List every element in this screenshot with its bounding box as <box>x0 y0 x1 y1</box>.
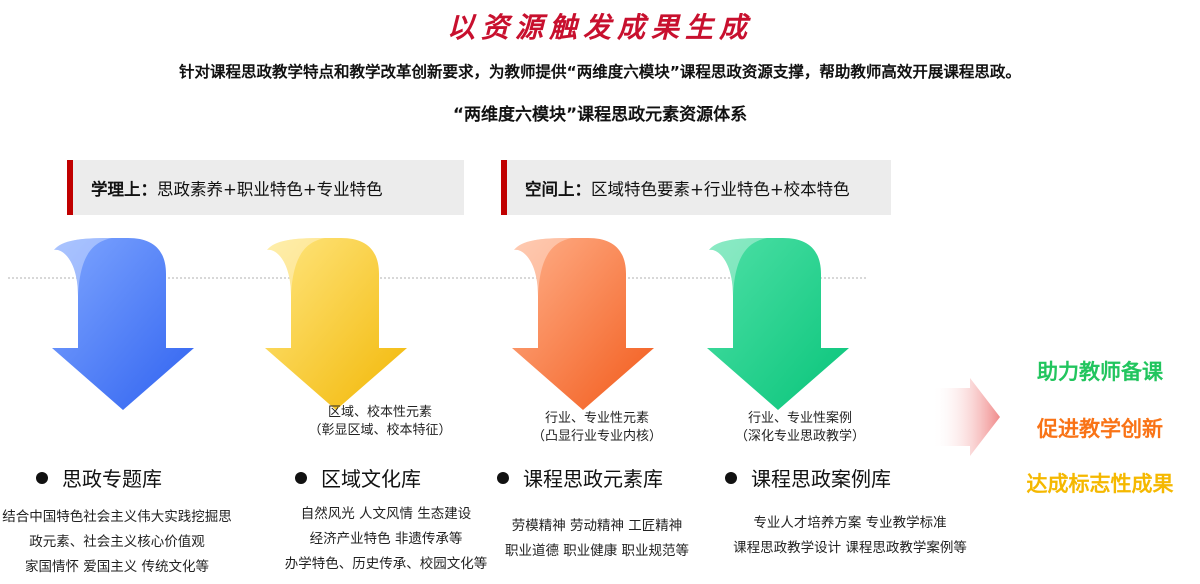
library-regional-culture: 区域文化库 <box>295 463 421 492</box>
detail-line: 政元素、社会主义核心价值观 <box>29 534 205 550</box>
dimension-box-space: 空间上： 区域特色要素+行业特色+校本特色 <box>501 160 891 215</box>
dotted-divider <box>8 277 866 279</box>
library-name: 课程思政案例库 <box>751 467 891 491</box>
library-details: 自然风光 人文风情 生态建设 经济产业特色 非遗传承等 办学特色、历史传承、校园… <box>270 502 502 577</box>
detail-line: 经济产业特色 非遗传承等 <box>309 531 463 547</box>
library-details: 结合中国特色社会主义伟大实践挖掘思 政元素、社会主义核心价值观 家国情怀 爱国主… <box>0 505 234 580</box>
note-line: （彰显区域、校本特征） <box>308 423 452 438</box>
result-innovation: 促进教学创新 <box>1037 417 1163 441</box>
detail-line: 课程思政教学设计 课程思政教学案例等 <box>733 540 967 556</box>
bullet-icon <box>295 471 307 484</box>
dimension-value: 区域特色要素+行业特色+校本特色 <box>591 179 850 199</box>
library-ideology-topics: 思政专题库 <box>36 463 162 492</box>
dimension-box-theory: 学理上： 思政素养+职业特色+专业特色 <box>67 160 464 215</box>
subtitle: 针对课程思政教学特点和教学改革创新要求，为教师提供“两维度六模块”课程思政资源支… <box>179 63 1021 81</box>
library-details: 劳模精神 劳动精神 工匠精神 职业道德 职业健康 职业规范等 <box>486 514 708 564</box>
result-landmark: 达成标志性成果 <box>1026 472 1174 496</box>
bullet-icon <box>497 471 509 484</box>
note-line: 行业、专业性案例 <box>747 411 852 426</box>
library-name: 区域文化库 <box>321 467 421 491</box>
detail-line: 职业道德 职业健康 职业规范等 <box>504 543 690 559</box>
detail-line: 家国情怀 爱国主义 传统文化等 <box>24 559 210 575</box>
detail-line: 专业人才培养方案 专业教学标准 <box>753 515 947 531</box>
library-course-cases: 课程思政案例库 <box>725 463 891 492</box>
detail-line: 劳模精神 劳动精神 工匠精神 <box>511 518 683 534</box>
note-line: 区域、校本性元素 <box>327 405 432 420</box>
library-course-elements: 课程思政元素库 <box>497 463 663 492</box>
library-name: 思政专题库 <box>62 467 162 491</box>
dimension-key: 空间上： <box>525 179 591 199</box>
library-details: 专业人才培养方案 专业教学标准 课程思政教学设计 课程思政教学案例等 <box>712 511 988 561</box>
detail-line: 自然风光 人文风情 生态建设 <box>300 506 472 522</box>
note-regional: 区域、校本性元素 （彰显区域、校本特征） <box>280 404 480 440</box>
system-title: “两维度六模块”课程思政元素资源体系 <box>452 105 748 125</box>
note-industry-cases: 行业、专业性案例 （深化专业思政教学） <box>700 410 900 446</box>
note-line: （深化专业思政教学） <box>734 429 865 444</box>
curved-down-arrow-yellow-icon <box>265 238 407 410</box>
result-support-prep: 助力教师备课 <box>1037 360 1163 384</box>
curved-down-arrow-orange-icon <box>512 238 654 410</box>
chevron-right-icon <box>932 378 1000 456</box>
note-line: 行业、专业性元素 <box>544 411 649 426</box>
note-line: （凸显行业专业内核） <box>531 429 662 444</box>
library-name: 课程思政元素库 <box>523 467 663 491</box>
dimension-value: 思政素养+职业特色+专业特色 <box>157 179 383 199</box>
bullet-icon <box>725 471 737 484</box>
detail-line: 办学特色、历史传承、校园文化等 <box>284 556 488 572</box>
note-industry-elements: 行业、专业性元素 （凸显行业专业内核） <box>497 410 697 446</box>
curved-down-arrow-green-icon <box>707 238 849 410</box>
curved-down-arrow-blue-icon <box>52 238 194 410</box>
detail-line: 结合中国特色社会主义伟大实践挖掘思 <box>2 509 232 525</box>
bullet-icon <box>36 471 48 484</box>
page-title: 以资源触发成果生成 <box>446 11 753 44</box>
dimension-key: 学理上： <box>91 179 157 199</box>
